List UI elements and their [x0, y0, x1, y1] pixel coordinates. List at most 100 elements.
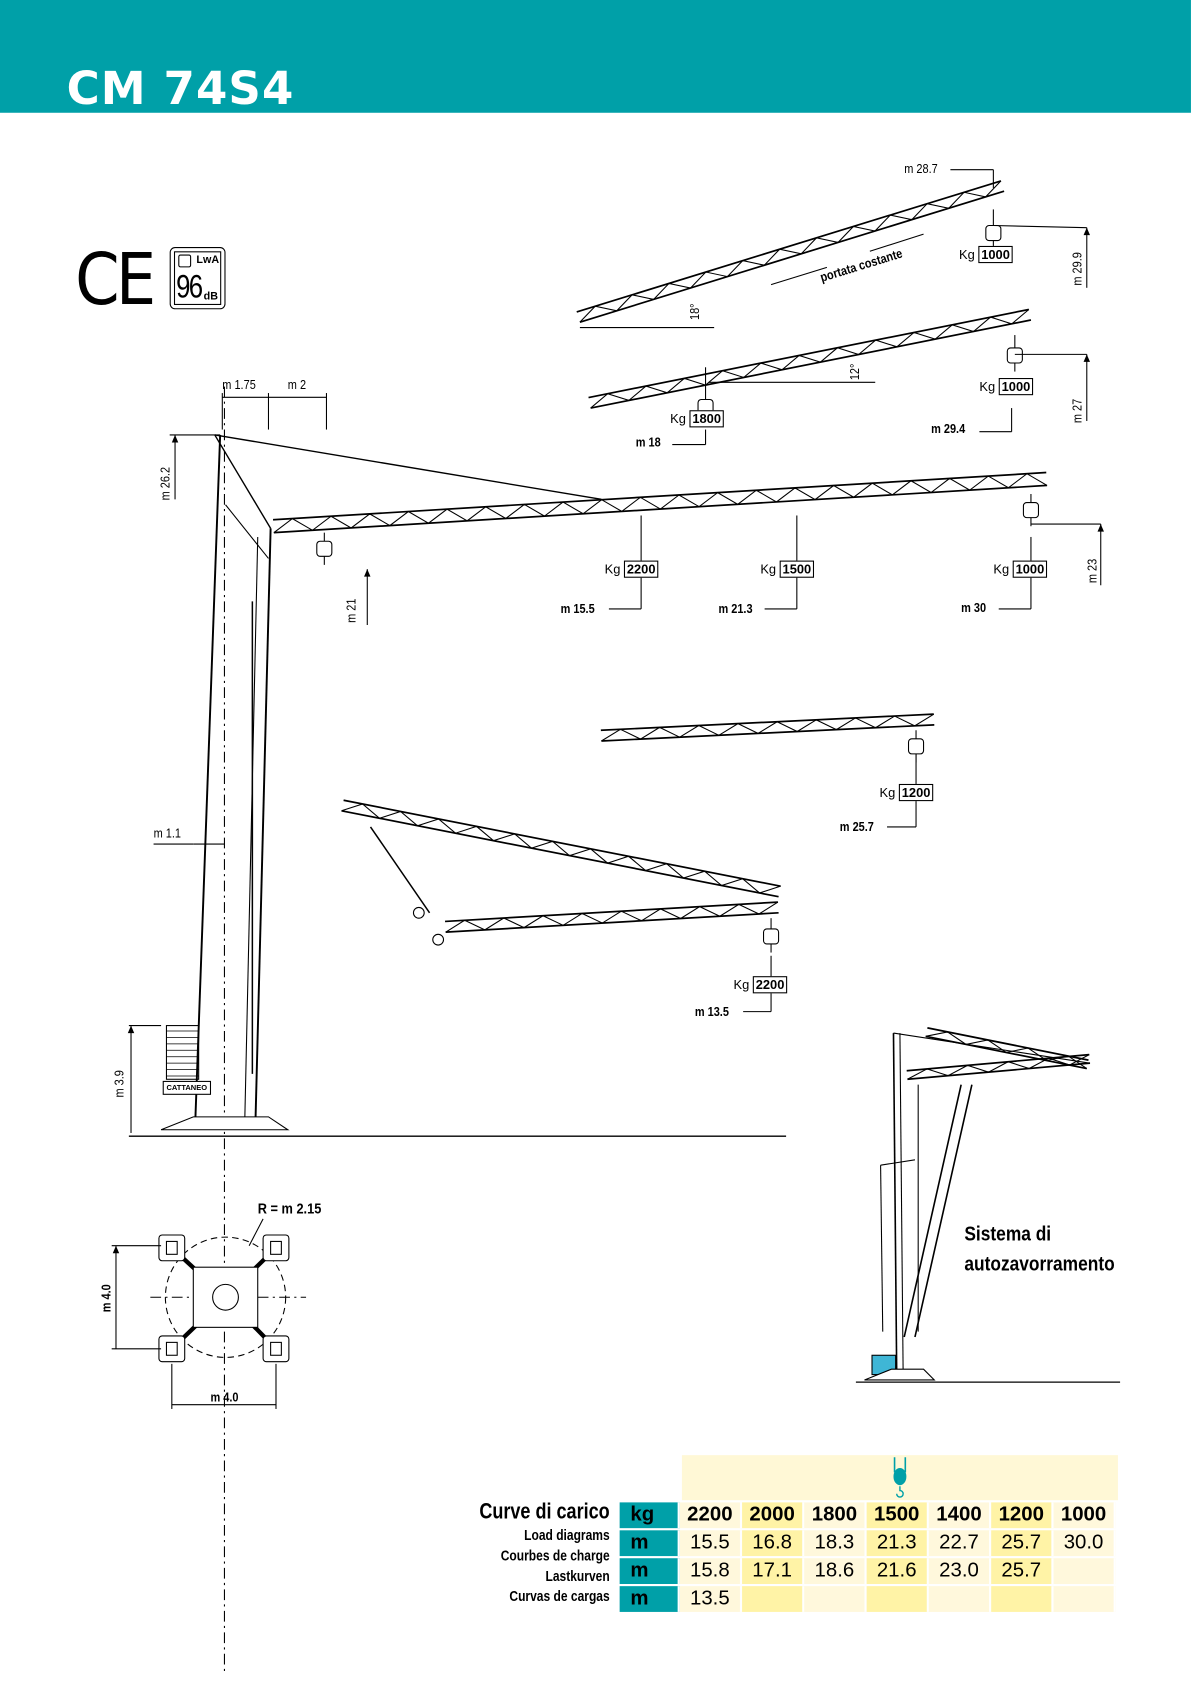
table-cell: 25.7	[991, 1558, 1054, 1585]
lwa-unit: dB	[203, 291, 219, 303]
mini-jib-lacing	[907, 1054, 1090, 1080]
hook-block-icon	[1006, 347, 1023, 364]
dim-label: m 29.9	[1069, 252, 1085, 286]
folded-jib	[600, 713, 934, 732]
arrow-icon	[127, 1025, 135, 1034]
hook-block-icon	[763, 928, 780, 945]
dim-label: m 25.7	[839, 819, 874, 835]
second-boom-lacing	[590, 309, 1030, 409]
folded-jib-upper	[444, 901, 779, 923]
line	[225, 504, 269, 559]
dim-label: m 28.7	[904, 161, 938, 177]
dim-label: m 29.4	[931, 420, 966, 437]
table-cell	[928, 1586, 992, 1612]
load-table-labels: Curve di carico Load diagrams Courbes de…	[479, 1499, 610, 1605]
dim-label: m 27	[1069, 398, 1085, 424]
pad-foot	[165, 1341, 178, 1356]
unit-cell: m	[619, 1558, 680, 1585]
arrow-icon	[1083, 227, 1091, 236]
folded-jib-lower	[343, 799, 781, 888]
table-cell: 2000	[742, 1502, 805, 1529]
dim-label: m 1.1	[153, 825, 181, 841]
table-cell: 18.3	[804, 1530, 867, 1557]
dim-label: m 3.9	[111, 1070, 127, 1098]
table-cell: 15.8	[679, 1558, 743, 1585]
table-cell: 15.5	[679, 1530, 743, 1557]
arrow-icon	[171, 434, 179, 443]
page-title: CM 74S4	[66, 62, 295, 115]
base-frame	[192, 1266, 259, 1328]
table-cell	[866, 1586, 929, 1612]
brand-text: CATTANEO	[166, 1084, 208, 1093]
line	[869, 233, 924, 252]
table-cell: 23.0	[928, 1558, 992, 1585]
line	[893, 1032, 1091, 1064]
table-cell: 1000	[1053, 1502, 1116, 1529]
line	[993, 224, 1087, 229]
line	[770, 266, 828, 286]
table-cell	[742, 1586, 805, 1612]
tower-leg	[254, 528, 272, 1117]
mini-base	[864, 1368, 936, 1381]
main-jib-lacing	[273, 473, 1048, 534]
line	[899, 1033, 904, 1375]
second-boom	[590, 319, 1032, 409]
pivot-icon	[432, 933, 445, 946]
dim-label: m 1.75	[222, 376, 256, 392]
folded-jib-lacing	[601, 713, 935, 742]
lwa-label: LwA	[196, 254, 220, 267]
table-cell: 22.7	[928, 1530, 992, 1557]
table-cell: 16.8	[742, 1530, 805, 1557]
dim-label: m 18	[635, 434, 661, 450]
hook-icon	[893, 1457, 907, 1498]
load-table-header-band	[681, 1455, 1118, 1501]
table-cell	[1053, 1586, 1116, 1612]
dim-label: m 26.2	[157, 466, 173, 501]
tower-leg	[194, 434, 222, 1117]
line	[914, 1084, 973, 1338]
arrow-icon	[112, 1245, 120, 1254]
unit-cell: m	[619, 1586, 680, 1612]
top-boom	[579, 190, 1005, 323]
folded-jib-lower	[341, 809, 779, 898]
hook-block-icon	[1022, 502, 1039, 519]
table-cell: 25.7	[991, 1530, 1054, 1557]
mini-jib	[907, 1062, 1091, 1081]
top-boom	[576, 180, 1002, 313]
hook-block-icon	[985, 224, 1002, 242]
angle-label: 18°	[687, 303, 703, 321]
unit-cell: kg	[619, 1502, 680, 1529]
ballast-blocks	[165, 1025, 200, 1080]
dim-label: m 4.0	[98, 1284, 114, 1313]
self-ballast-caption: Sistema di autozavorramento	[964, 1223, 1115, 1276]
dim-label: m 2	[287, 376, 307, 392]
line	[244, 536, 259, 1117]
table-cell: 1500	[866, 1502, 929, 1529]
dim-label: m 4.0	[210, 1389, 239, 1405]
arrow-icon	[1083, 354, 1091, 362]
angle-label: 12°	[847, 363, 863, 381]
table-cell: 1400	[928, 1502, 992, 1529]
table-cell: 2200	[679, 1502, 743, 1529]
pad-foot	[270, 1341, 282, 1356]
dim-label: m 23	[1084, 558, 1100, 584]
radius-label: R = m 2.15	[257, 1199, 322, 1217]
tie-rod	[214, 434, 602, 501]
table-cell: 30.0	[1053, 1530, 1116, 1557]
hook-block-icon	[907, 738, 925, 755]
table-cell	[804, 1586, 867, 1612]
table-cell	[1053, 1558, 1116, 1585]
table-cell: 17.1	[742, 1558, 805, 1585]
table-cell: 21.3	[866, 1530, 929, 1557]
main-jib	[273, 471, 1047, 521]
lwa-value: 96	[176, 269, 203, 305]
